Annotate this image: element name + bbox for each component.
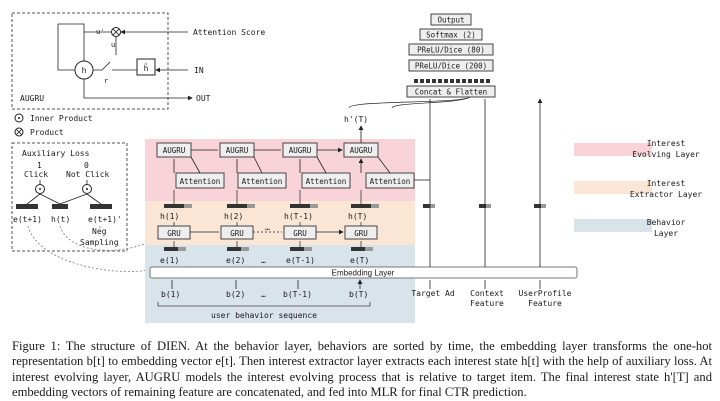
userprofile-label-2: Feature bbox=[528, 299, 562, 308]
h-label-1: h(1) bbox=[160, 212, 179, 221]
mlp-stack: Concat & Flatten PReLU/Dice (200) PReLU/… bbox=[406, 13, 496, 98]
aux-e-t1-neg-label: e(t+1)' bbox=[88, 215, 122, 224]
legend-evolving-2: Evolving Layer bbox=[632, 150, 700, 159]
out-label: OUT bbox=[196, 94, 211, 103]
context-label-1: Context bbox=[470, 289, 504, 298]
h-label-2: h(2) bbox=[224, 212, 243, 221]
u-label: u bbox=[111, 41, 115, 49]
aux-click-label: Click bbox=[24, 170, 48, 179]
concat-flatten-label: Concat & Flatten bbox=[415, 88, 487, 97]
augru-row: AUGRU AUGRU AUGRU AUGRU bbox=[156, 125, 379, 158]
attention-cell-2-label: Attention bbox=[242, 177, 283, 186]
h-prime-t-label: h'(T) bbox=[344, 115, 368, 124]
e-label-1: e(1) bbox=[160, 256, 179, 265]
hidden-state-row: h(1) h(2) h(T-1) h(T) bbox=[160, 190, 379, 221]
behavior-band bbox=[145, 245, 415, 323]
figure-caption: Figure 1: The structure of DIEN. At the … bbox=[12, 339, 712, 399]
h-label-3: h(T-1) bbox=[284, 212, 313, 221]
augru-inset: AUGRU h h̃ u' u r Attention Score IN OUT bbox=[11, 12, 265, 110]
gru-row: GRU GRU GRU GRU … bbox=[157, 222, 378, 240]
aux-h-t-label: h(t) bbox=[51, 215, 70, 224]
e-ellipsis: … bbox=[261, 256, 266, 265]
prelu-80-box bbox=[408, 43, 494, 56]
output-box bbox=[430, 13, 472, 26]
embedding-layer-label: Embedding Layer bbox=[332, 269, 395, 278]
gru-cell-2-label: GRU bbox=[230, 229, 244, 238]
attention-cell-1-label: Attention bbox=[180, 177, 221, 186]
context-label-2: Feature bbox=[470, 299, 504, 308]
legend-extractor-swatch bbox=[574, 181, 652, 194]
augru-inset-border bbox=[11, 12, 169, 110]
in-label: IN bbox=[194, 66, 204, 75]
b-label-4: b(T) bbox=[349, 290, 368, 299]
augru-cell-3-label: AUGRU bbox=[289, 146, 312, 155]
b-label-2: b(2) bbox=[226, 290, 245, 299]
behavior-sequence-label: user behavior sequence bbox=[211, 311, 317, 320]
augru-cell-2-label: AUGRU bbox=[226, 146, 249, 155]
aux-loss-title: Auxiliary Loss bbox=[22, 149, 90, 158]
e-label-2: e(2) bbox=[226, 256, 245, 265]
e-label-4: e(T) bbox=[350, 256, 369, 265]
legend-behavior-swatch bbox=[574, 219, 652, 232]
augru-title: AUGRU bbox=[20, 94, 44, 103]
concat-flatten-box bbox=[406, 85, 496, 98]
gru-ellipsis: … bbox=[265, 223, 270, 232]
attention-score-label: Attention Score bbox=[193, 28, 265, 37]
output-label: Output bbox=[437, 16, 464, 25]
legend-behavior-1: Behavior bbox=[647, 218, 686, 227]
target-ad-label: Target Ad bbox=[411, 289, 455, 298]
attention-cell-4-label: Attention bbox=[370, 177, 411, 186]
embedding-vector-row: e(1) e(2) e(T-1) e(T) … bbox=[160, 241, 373, 265]
aux-not-click-label: Not Click bbox=[66, 170, 110, 179]
prelu-200-label: PReLU/Dice (200) bbox=[415, 62, 487, 71]
h-state-label: h bbox=[82, 66, 87, 75]
h-label-4: h(T) bbox=[348, 212, 367, 221]
aux-loss-border bbox=[11, 142, 128, 252]
gru-cell-4-label: GRU bbox=[354, 229, 368, 238]
augru-cell-1-label: AUGRU bbox=[163, 146, 186, 155]
b-ellipsis: … bbox=[261, 290, 266, 299]
auxiliary-loss-panel: Auxiliary Loss 1 0 Click Not Click e(t+1… bbox=[11, 142, 186, 272]
aux-neg-label: Neg bbox=[92, 227, 107, 236]
dien-architecture-diagram: AUGRU h h̃ u' u r Attention Score IN OUT… bbox=[11, 12, 702, 323]
legend-behavior-2: Layer bbox=[654, 229, 678, 238]
h-tilde-box bbox=[136, 58, 156, 76]
aux-zero-label: 0 bbox=[84, 161, 89, 170]
legend-extractor-1: Interest bbox=[647, 179, 686, 188]
aux-one-label: 1 bbox=[37, 161, 42, 170]
legend-evolving-swatch bbox=[574, 143, 652, 156]
legend-evolving-1: Interest bbox=[647, 139, 686, 148]
b-label-3: b(T-1) bbox=[283, 290, 312, 299]
h-tilde-label: h̃ bbox=[144, 62, 149, 73]
prelu-200-box bbox=[408, 59, 494, 72]
r-label: r bbox=[104, 77, 108, 85]
legend-extractor-2: Extractor Layer bbox=[630, 190, 702, 199]
inner-product-label: Inner Product bbox=[30, 114, 93, 123]
attention-row: Attention Attention Attention Attention bbox=[173, 157, 430, 189]
behavior-input-row: b(1) b(2) b(T-1) b(T) … user behavior se… bbox=[157, 280, 371, 320]
product-label: Product bbox=[30, 128, 64, 137]
aux-e-t1-label: e(t+1) bbox=[13, 215, 42, 224]
layer-legend: Interest Evolving Layer Interest Extract… bbox=[574, 139, 702, 238]
prelu-80-label: PReLU/Dice (80) bbox=[417, 46, 485, 55]
b-label-1: b(1) bbox=[161, 290, 180, 299]
aux-sampling-label: Sampling bbox=[80, 238, 119, 247]
attention-cell-3-label: Attention bbox=[306, 177, 347, 186]
gru-cell-1-label: GRU bbox=[167, 229, 181, 238]
softmax-box bbox=[419, 28, 483, 41]
e-label-3: e(T-1) bbox=[286, 256, 315, 265]
gru-cell-3-label: GRU bbox=[293, 229, 307, 238]
symbol-legend: Inner Product Product bbox=[14, 113, 93, 137]
augru-cell-4-label: AUGRU bbox=[350, 146, 373, 155]
side-features: Target Ad Context Feature UserProfile Fe… bbox=[411, 99, 572, 308]
userprofile-label-1: UserProfile bbox=[519, 289, 572, 298]
softmax-label: Softmax (2) bbox=[426, 31, 476, 40]
